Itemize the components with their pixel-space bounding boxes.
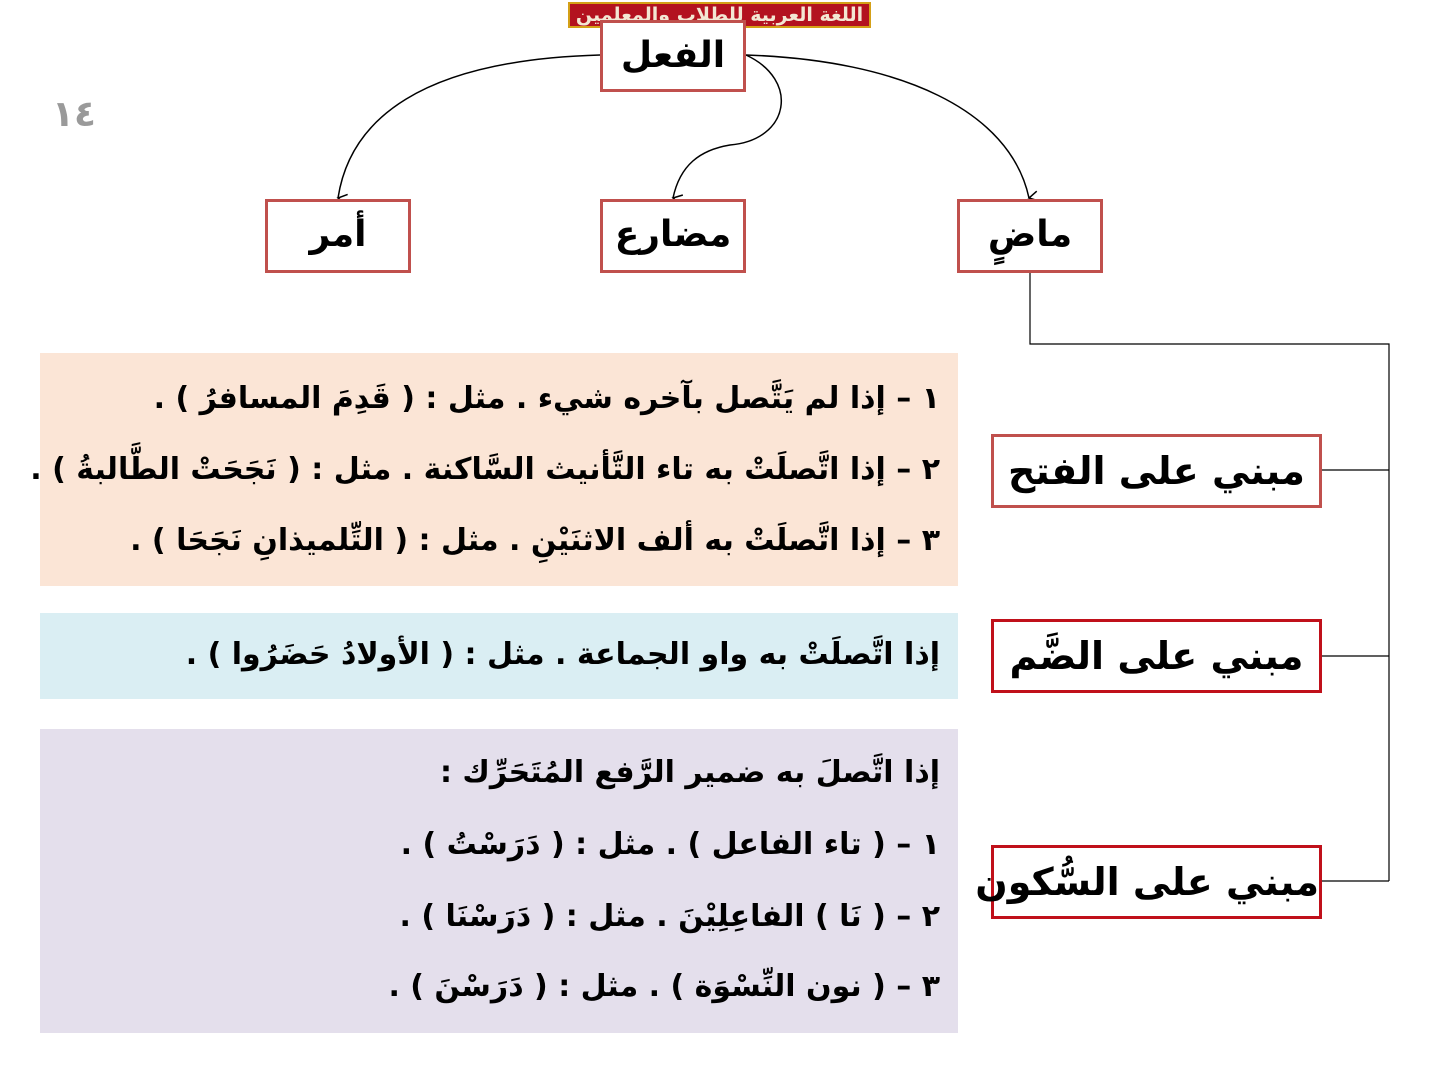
node-amr: أمر [265, 199, 411, 273]
rule-heading: إذا اتَّصلَ به ضمير الرَّفع المُتَحَرِّك… [439, 755, 940, 790]
node-madi: ماضٍ [957, 199, 1103, 273]
elbow-madi-to-spine [1029, 273, 1390, 881]
rule-line: إذا اتَّصلَتْ به واو الجماعة . مثل : ( ا… [185, 637, 940, 672]
category-sukun: مبني على السُّكون [975, 845, 1322, 919]
panel-sukun-rules: إذا اتَّصلَ به ضمير الرَّفع المُتَحَرِّك… [40, 729, 958, 1033]
category-damm: مبني على الضَّم [991, 619, 1322, 693]
rule-line: ٢ – ( نَا ) الفاعِلِيْنَ . مثل : ( دَرَس… [399, 899, 940, 934]
category-fath: مبني على الفتح [991, 434, 1322, 508]
panel-fath-rules: ١ – إذا لم يَتَّصل بآخره شيء . مثل : ( ق… [30, 353, 958, 586]
page-number: ١٤ [52, 94, 96, 135]
rule-line: ٢ – إذا اتَّصلَتْ به تاء التَّأنيث السَّ… [30, 452, 940, 487]
rule-line: ٣ – إذا اتَّصلَتْ به ألف الاثنَيْنِ . مث… [130, 523, 940, 558]
root-node-verb: الفعل [600, 20, 746, 92]
arrow-to-mudari [671, 54, 783, 206]
rule-line: ١ – ( تاء الفاعل ) . مثل : ( دَرَسْتُ ) … [400, 827, 940, 862]
node-mudari: مضارع [600, 199, 746, 273]
panel-damm-rules: إذا اتَّصلَتْ به واو الجماعة . مثل : ( ا… [40, 613, 958, 699]
rule-line: ٣ – ( نون النِّسْوَة ) . مثل : ( دَرَسْن… [388, 969, 940, 1004]
arrow-to-madi [745, 54, 1040, 202]
rule-line: ١ – إذا لم يَتَّصل بآخره شيء . مثل : ( ق… [153, 381, 940, 416]
arrow-to-amr [336, 54, 601, 205]
